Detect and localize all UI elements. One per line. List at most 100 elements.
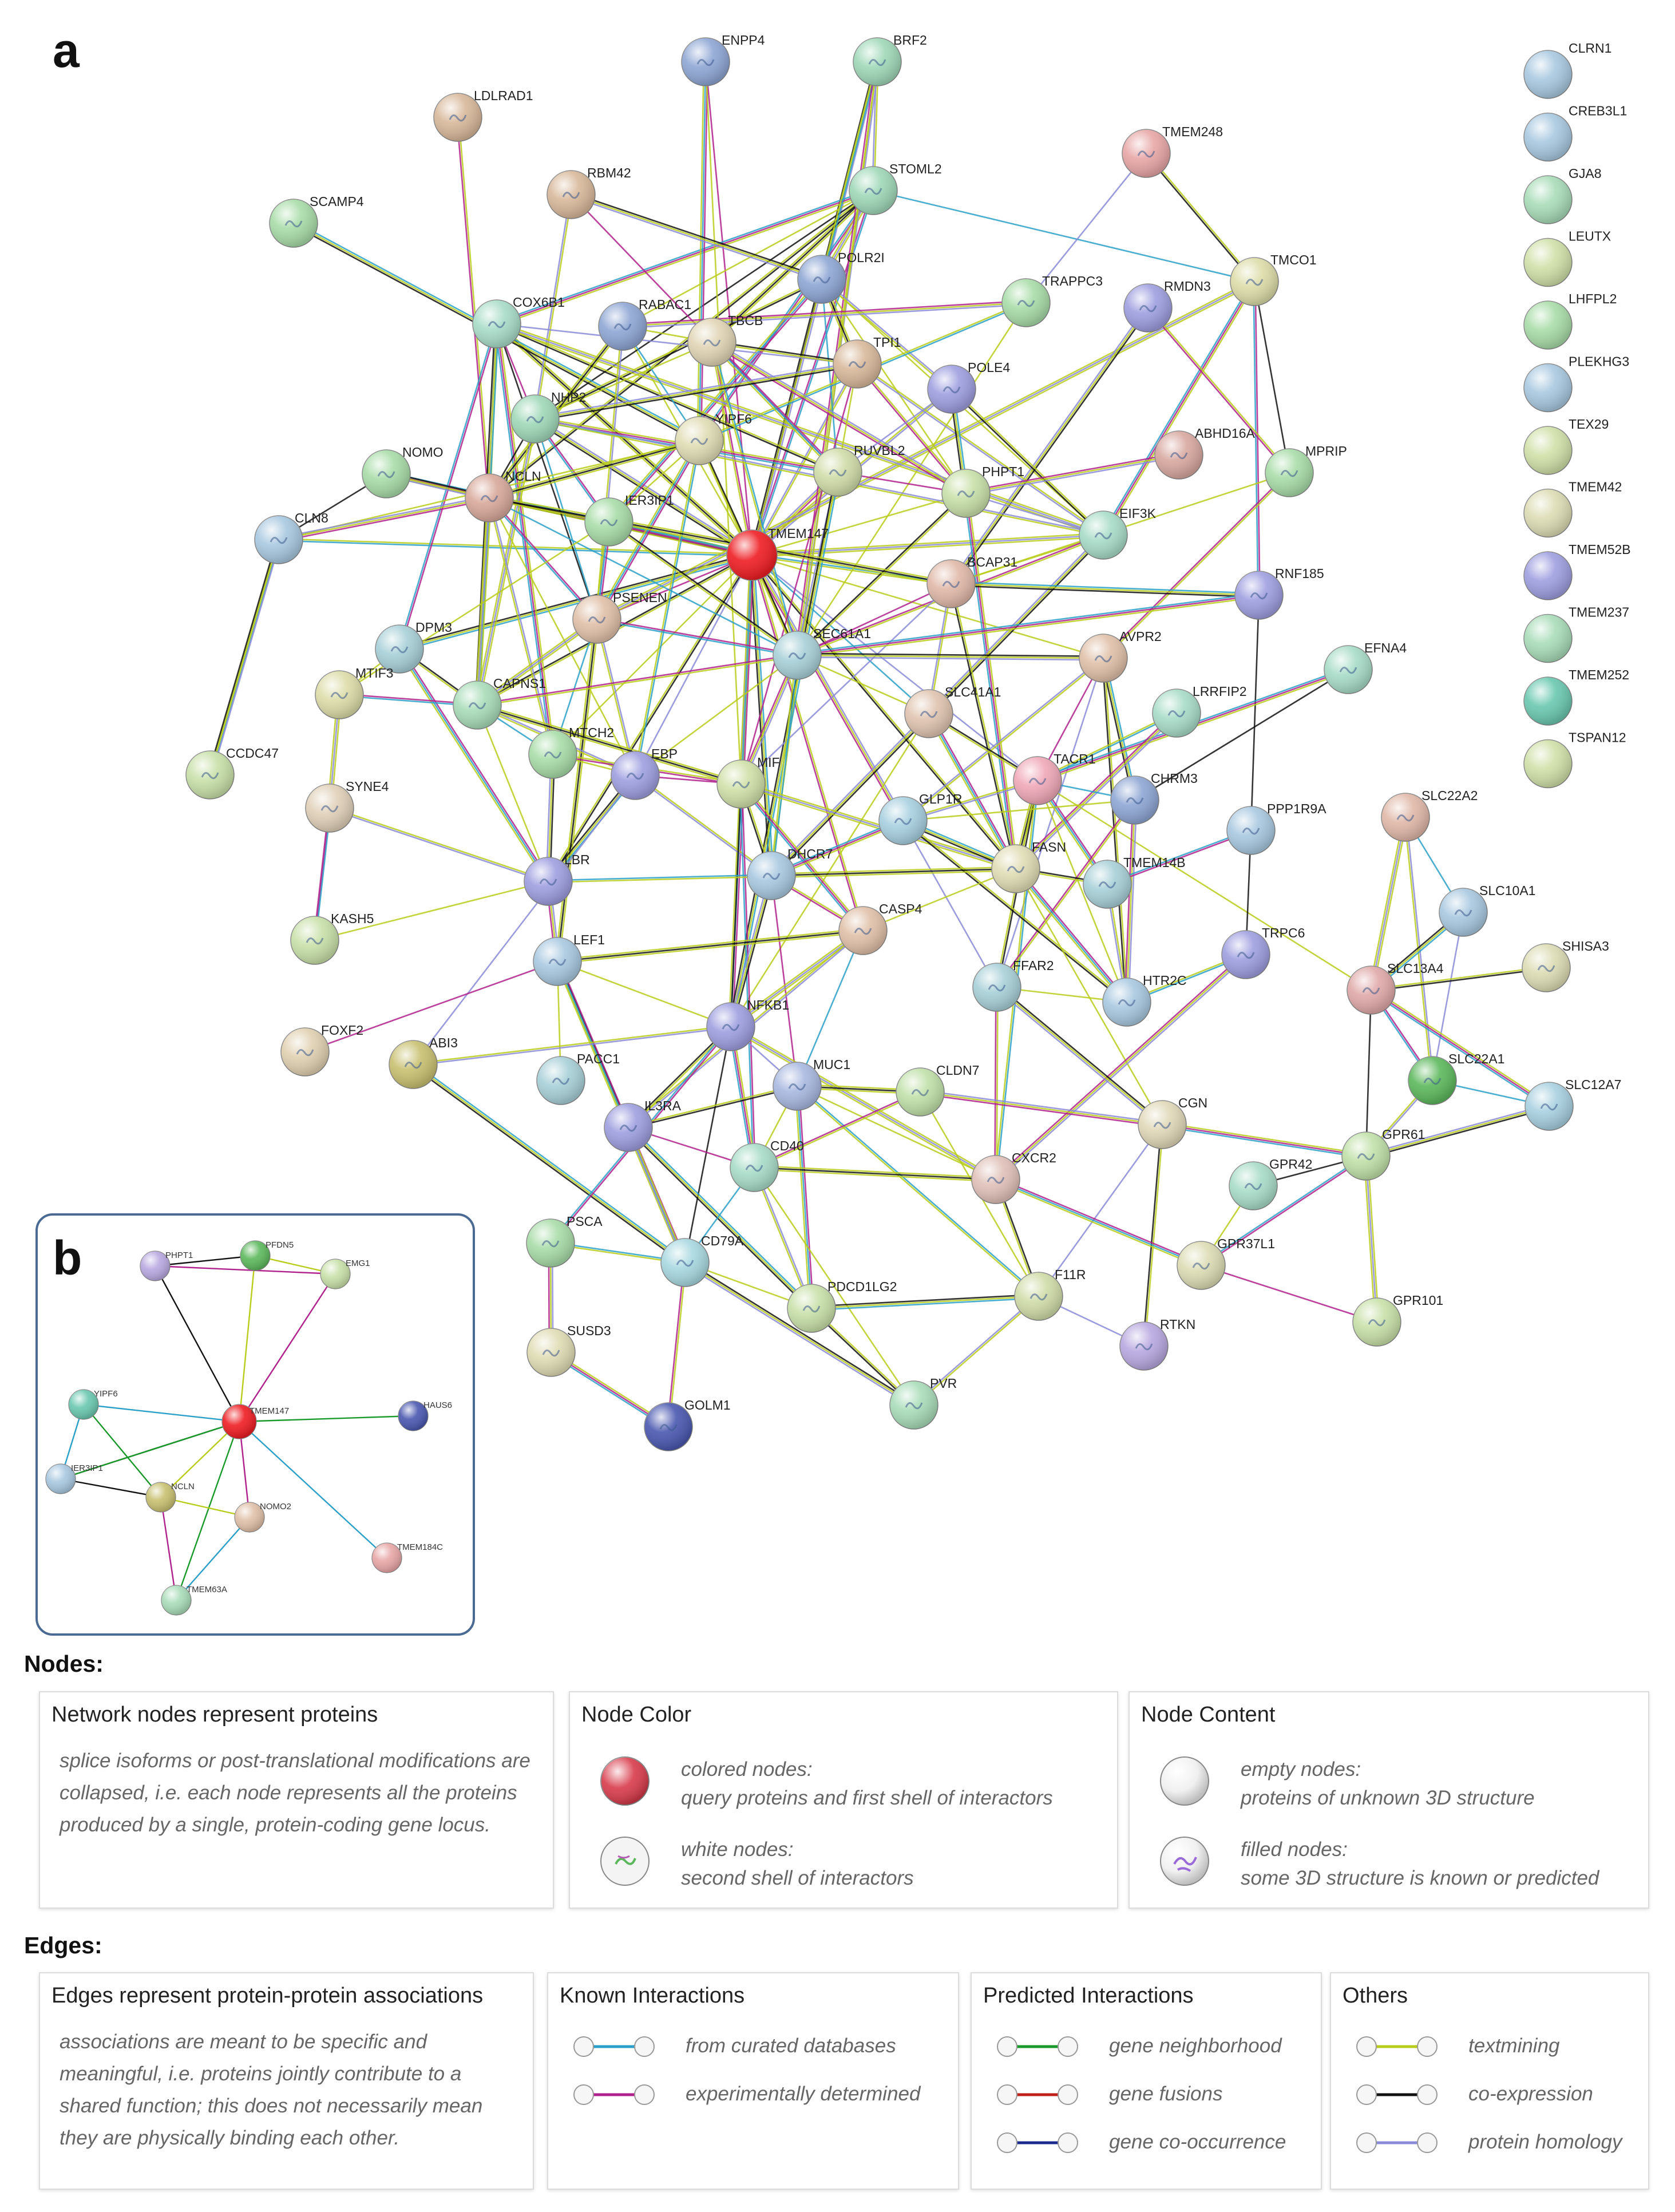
- node-PHPT1[interactable]: PHPT1: [941, 464, 1024, 518]
- node-TMEM248[interactable]: TMEM248: [1122, 124, 1223, 178]
- node-NFKB1[interactable]: NFKB1: [706, 998, 789, 1051]
- node-SLC22A2[interactable]: SLC22A2: [1381, 788, 1478, 842]
- node-TRAPPC3[interactable]: TRAPPC3: [1001, 274, 1103, 327]
- singleton-node-TMEM52B[interactable]: TMEM52B: [1523, 542, 1631, 600]
- node-MTIF3[interactable]: MTIF3: [315, 666, 393, 719]
- singleton-node-LHFPL2[interactable]: LHFPL2: [1523, 291, 1617, 350]
- node-CAPNS1[interactable]: CAPNS1: [453, 676, 546, 730]
- node-TMEM14B[interactable]: TMEM14B: [1083, 855, 1186, 909]
- node-CASP4[interactable]: CASP4: [838, 901, 922, 955]
- singleton-node-LEUTX[interactable]: LEUTX: [1523, 229, 1611, 287]
- node-ABHD16A[interactable]: ABHD16A: [1154, 426, 1255, 480]
- node-HTR2C[interactable]: HTR2C: [1102, 973, 1187, 1027]
- node-EIF3K[interactable]: EIF3K: [1079, 506, 1157, 560]
- inset-node-HAUS6[interactable]: HAUS6: [398, 1400, 452, 1431]
- node-SLC22A1[interactable]: SLC22A1: [1408, 1051, 1504, 1105]
- node-RBM42[interactable]: RBM42: [547, 165, 631, 219]
- node-CGN[interactable]: CGN: [1138, 1095, 1207, 1149]
- node-IL3RA[interactable]: IL3RA: [604, 1098, 682, 1152]
- node-RMDN3[interactable]: RMDN3: [1123, 279, 1211, 333]
- node-GLP1R[interactable]: GLP1R: [878, 792, 962, 845]
- node-FOXF2[interactable]: FOXF2: [280, 1023, 363, 1077]
- node-MPRIP[interactable]: MPRIP: [1265, 444, 1347, 497]
- node-NHP2[interactable]: NHP2: [510, 390, 586, 444]
- node-SLC13A4[interactable]: SLC13A4: [1347, 961, 1444, 1015]
- singleton-node-GJA8[interactable]: GJA8: [1523, 166, 1602, 224]
- node-CLDN7[interactable]: CLDN7: [896, 1063, 979, 1117]
- node-MTCH2[interactable]: MTCH2: [528, 725, 614, 779]
- node-LEF1[interactable]: LEF1: [533, 932, 605, 986]
- node-SCAMP4[interactable]: SCAMP4: [269, 194, 364, 248]
- node-DPM3[interactable]: DPM3: [375, 620, 452, 674]
- inset-node-EMG1[interactable]: EMG1: [320, 1259, 370, 1289]
- node-SUSD3[interactable]: SUSD3: [526, 1323, 611, 1377]
- node-GPR42[interactable]: GPR42: [1229, 1157, 1312, 1210]
- node-BRF2[interactable]: BRF2: [853, 33, 927, 86]
- node-POLR2I[interactable]: POLR2I: [797, 250, 885, 304]
- node-RTKN[interactable]: RTKN: [1119, 1317, 1195, 1371]
- inset-node-NOMO2[interactable]: NOMO2: [234, 1502, 291, 1533]
- node-TRPC6[interactable]: TRPC6: [1221, 925, 1305, 979]
- node-SEC61A1[interactable]: SEC61A1: [773, 626, 871, 680]
- singleton-node-TMEM252[interactable]: TMEM252: [1523, 667, 1629, 726]
- inset-node-YIPF6[interactable]: YIPF6: [68, 1389, 118, 1420]
- node-KASH5[interactable]: KASH5: [290, 911, 374, 965]
- node-GPR37L1[interactable]: GPR37L1: [1177, 1236, 1275, 1290]
- node-LDLRAD1[interactable]: LDLRAD1: [433, 88, 533, 142]
- node-DHCR7[interactable]: DHCR7: [747, 846, 833, 900]
- node-ABI3[interactable]: ABI3: [389, 1035, 458, 1089]
- node-RUVBL2[interactable]: RUVBL2: [813, 443, 905, 497]
- singleton-node-CLRN1[interactable]: CLRN1: [1523, 41, 1611, 99]
- node-CHRM3[interactable]: CHRM3: [1110, 771, 1198, 825]
- node-RABAC1[interactable]: RABAC1: [598, 297, 691, 351]
- node-FASN[interactable]: FASN: [991, 840, 1066, 893]
- inset-node-TMEM147[interactable]: TMEM147: [221, 1404, 289, 1439]
- node-SLC12A7[interactable]: SLC12A7: [1524, 1077, 1621, 1131]
- node-LBR[interactable]: LBR: [524, 852, 590, 906]
- node-TBCB[interactable]: TBCB: [687, 313, 763, 367]
- singleton-node-TMEM237[interactable]: TMEM237: [1523, 605, 1629, 663]
- inset-node-IER3IP1[interactable]: IER3IP1: [45, 1463, 103, 1494]
- node-IER3IP1[interactable]: IER3IP1: [584, 493, 674, 547]
- node-CLN8[interactable]: CLN8: [254, 511, 328, 564]
- node-MUC1[interactable]: MUC1: [773, 1057, 850, 1111]
- node-YIPF6[interactable]: YIPF6: [675, 411, 752, 465]
- node-PSCA[interactable]: PSCA: [526, 1214, 603, 1268]
- node-COX6B1[interactable]: COX6B1: [472, 295, 565, 349]
- node-TMEM147[interactable]: TMEM147: [726, 526, 829, 581]
- node-AVPR2[interactable]: AVPR2: [1079, 629, 1162, 683]
- node-PPP1R9A[interactable]: PPP1R9A: [1226, 801, 1326, 855]
- singleton-node-TEX29[interactable]: TEX29: [1523, 417, 1609, 475]
- singleton-node-TMEM42[interactable]: TMEM42: [1523, 480, 1622, 538]
- node-CXCR2[interactable]: CXCR2: [971, 1150, 1056, 1204]
- node-ENPP4[interactable]: ENPP4: [681, 33, 765, 86]
- node-PSENEN[interactable]: PSENEN: [572, 590, 667, 644]
- node-EFNA4[interactable]: EFNA4: [1324, 640, 1407, 694]
- node-PDCD1LG2[interactable]: PDCD1LG2: [787, 1279, 897, 1333]
- node-SLC41A1[interactable]: SLC41A1: [904, 684, 1001, 738]
- node-NOMO[interactable]: NOMO: [362, 445, 444, 498]
- node-PACC1[interactable]: PACC1: [536, 1051, 620, 1105]
- node-MIF[interactable]: MIF: [716, 755, 780, 809]
- node-CD79A[interactable]: CD79A: [660, 1233, 744, 1287]
- node-LRRFIP2[interactable]: LRRFIP2: [1152, 684, 1247, 738]
- node-FFAR2[interactable]: FFAR2: [972, 958, 1054, 1012]
- inset-node-PHPT1[interactable]: PHPT1: [140, 1251, 193, 1281]
- inset-node-TMEM63A[interactable]: TMEM63A: [161, 1585, 227, 1616]
- singleton-node-PLEKHG3[interactable]: PLEKHG3: [1523, 354, 1629, 413]
- node-STOML2[interactable]: STOML2: [849, 161, 942, 215]
- node-PVR[interactable]: PVR: [889, 1376, 957, 1430]
- node-TPI1[interactable]: TPI1: [833, 335, 901, 389]
- node-BCAP31[interactable]: BCAP31: [926, 555, 1017, 608]
- node-POLE4[interactable]: POLE4: [927, 360, 1010, 414]
- node-SYNE4[interactable]: SYNE4: [305, 779, 389, 833]
- node-TMCO1[interactable]: TMCO1: [1230, 252, 1317, 306]
- inset-node-PFDN5[interactable]: PFDN5: [240, 1240, 294, 1271]
- inset-node-TMEM184C[interactable]: TMEM184C: [371, 1542, 443, 1573]
- node-RNF185[interactable]: RNF185: [1234, 566, 1324, 620]
- node-NCLN[interactable]: NCLN: [465, 469, 541, 523]
- singleton-node-CREB3L1[interactable]: CREB3L1: [1523, 104, 1627, 162]
- singleton-node-TSPAN12[interactable]: TSPAN12: [1523, 730, 1626, 789]
- inset-node-NCLN[interactable]: NCLN: [145, 1482, 195, 1513]
- node-F11R[interactable]: F11R: [1014, 1267, 1086, 1321]
